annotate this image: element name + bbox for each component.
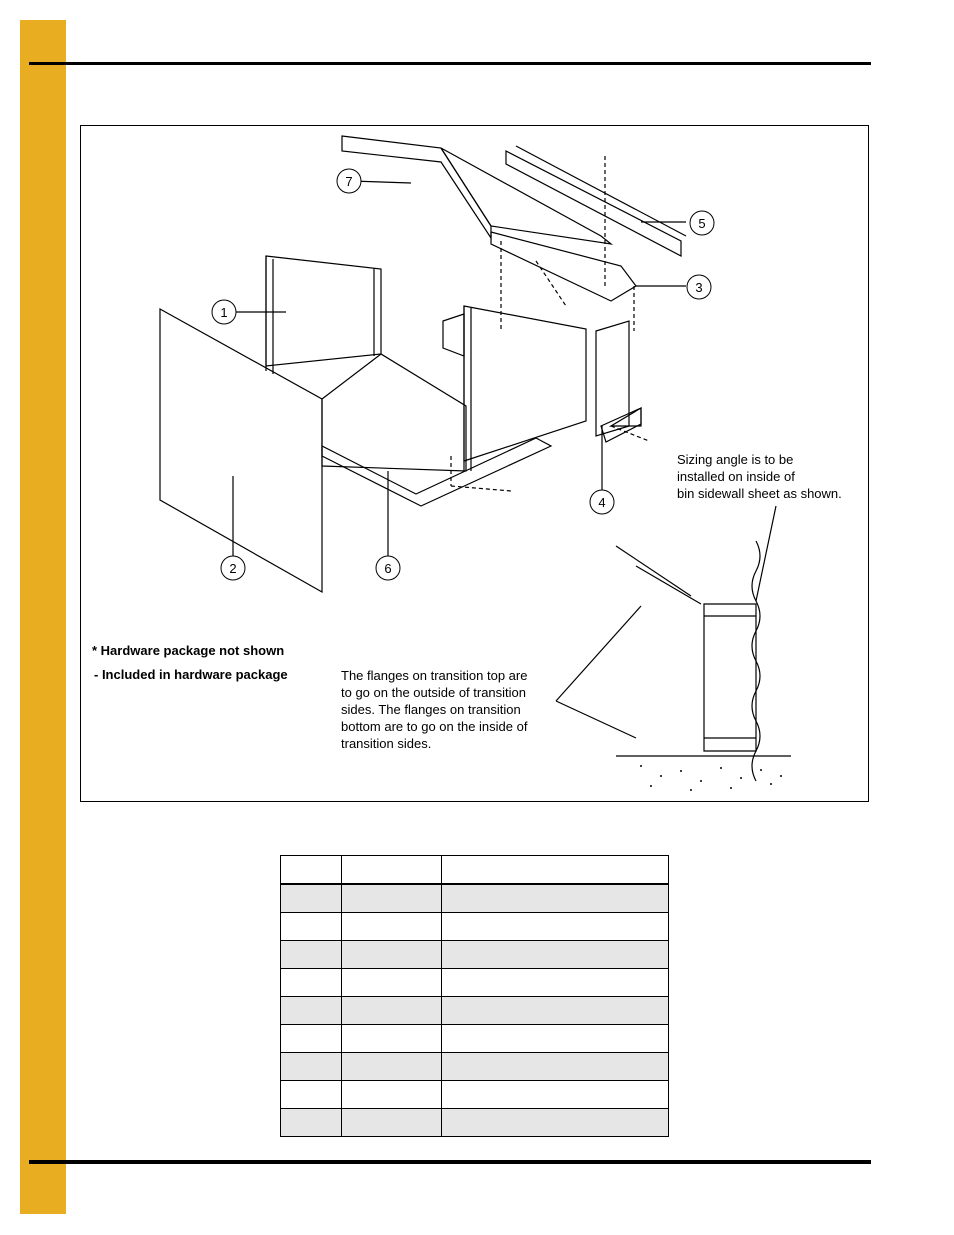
parts-table [280, 855, 669, 1137]
callout-label-7: 7 [345, 174, 352, 189]
assembly-drawing: 7 5 3 1 2 6 4 [159, 135, 791, 791]
table-cell [340, 1080, 443, 1109]
table-row [280, 1108, 669, 1137]
callout-circle-3 [686, 274, 712, 300]
header-rule [29, 62, 871, 65]
callout-circle-5 [689, 210, 715, 236]
table-cell [280, 1024, 342, 1053]
exploded-assembly-figure: 7 5 3 1 2 6 4 [80, 125, 869, 802]
table-cell [280, 996, 342, 1025]
callout-label-5: 5 [698, 216, 705, 231]
table-cell [340, 883, 443, 913]
callout-circle-7 [336, 168, 362, 194]
hardware-not-shown-note: * Hardware package not shown [92, 643, 285, 658]
table-cell [441, 1024, 669, 1053]
table-cell [280, 1052, 342, 1081]
table-row [280, 1052, 669, 1081]
table-cell [340, 1052, 443, 1081]
table-cell [340, 996, 443, 1025]
callout-circle-2 [220, 555, 246, 581]
flanges-note: The flanges on transition top are to go … [341, 668, 528, 751]
table-cell [280, 912, 342, 941]
table-cell [280, 1108, 342, 1137]
table-header-cell [340, 855, 443, 885]
table-cell [340, 968, 443, 997]
table-cell [441, 1080, 669, 1109]
sizing-angle-note: Sizing angle is to be installed on insid… [677, 452, 842, 501]
side-color-strip [20, 20, 66, 1214]
table-row [280, 1024, 669, 1053]
table-header-cell [441, 855, 669, 885]
callout-label-1: 1 [220, 305, 227, 320]
table-cell [280, 1080, 342, 1109]
table-header-cell [280, 855, 342, 885]
table-header-row [280, 855, 669, 885]
table-cell [340, 1024, 443, 1053]
callout-label-4: 4 [598, 495, 605, 510]
table-cell [340, 1108, 443, 1137]
table-cell [441, 883, 669, 913]
table-cell [280, 883, 342, 913]
table-cell [280, 968, 342, 997]
table-row [280, 940, 669, 969]
table-cell [441, 912, 669, 941]
footer-rule [29, 1160, 871, 1164]
callout-label-3: 3 [695, 280, 702, 295]
table-row [280, 996, 669, 1025]
table-row [280, 912, 669, 941]
callout-label-6: 6 [384, 561, 391, 576]
table-row [280, 883, 669, 913]
table-cell [441, 1108, 669, 1137]
table-row [280, 1080, 669, 1109]
table-row [280, 968, 669, 997]
callout-circle-1 [211, 299, 237, 325]
table-cell [340, 912, 443, 941]
table-cell [441, 996, 669, 1025]
table-cell [441, 940, 669, 969]
callout-circle-6 [375, 555, 401, 581]
callout-label-2: 2 [229, 561, 236, 576]
included-hardware-note: - Included in hardware package [94, 667, 288, 682]
table-cell [340, 940, 443, 969]
table-cell [280, 940, 342, 969]
table-cell [441, 1052, 669, 1081]
table-cell [441, 968, 669, 997]
callout-circle-4 [589, 489, 615, 515]
